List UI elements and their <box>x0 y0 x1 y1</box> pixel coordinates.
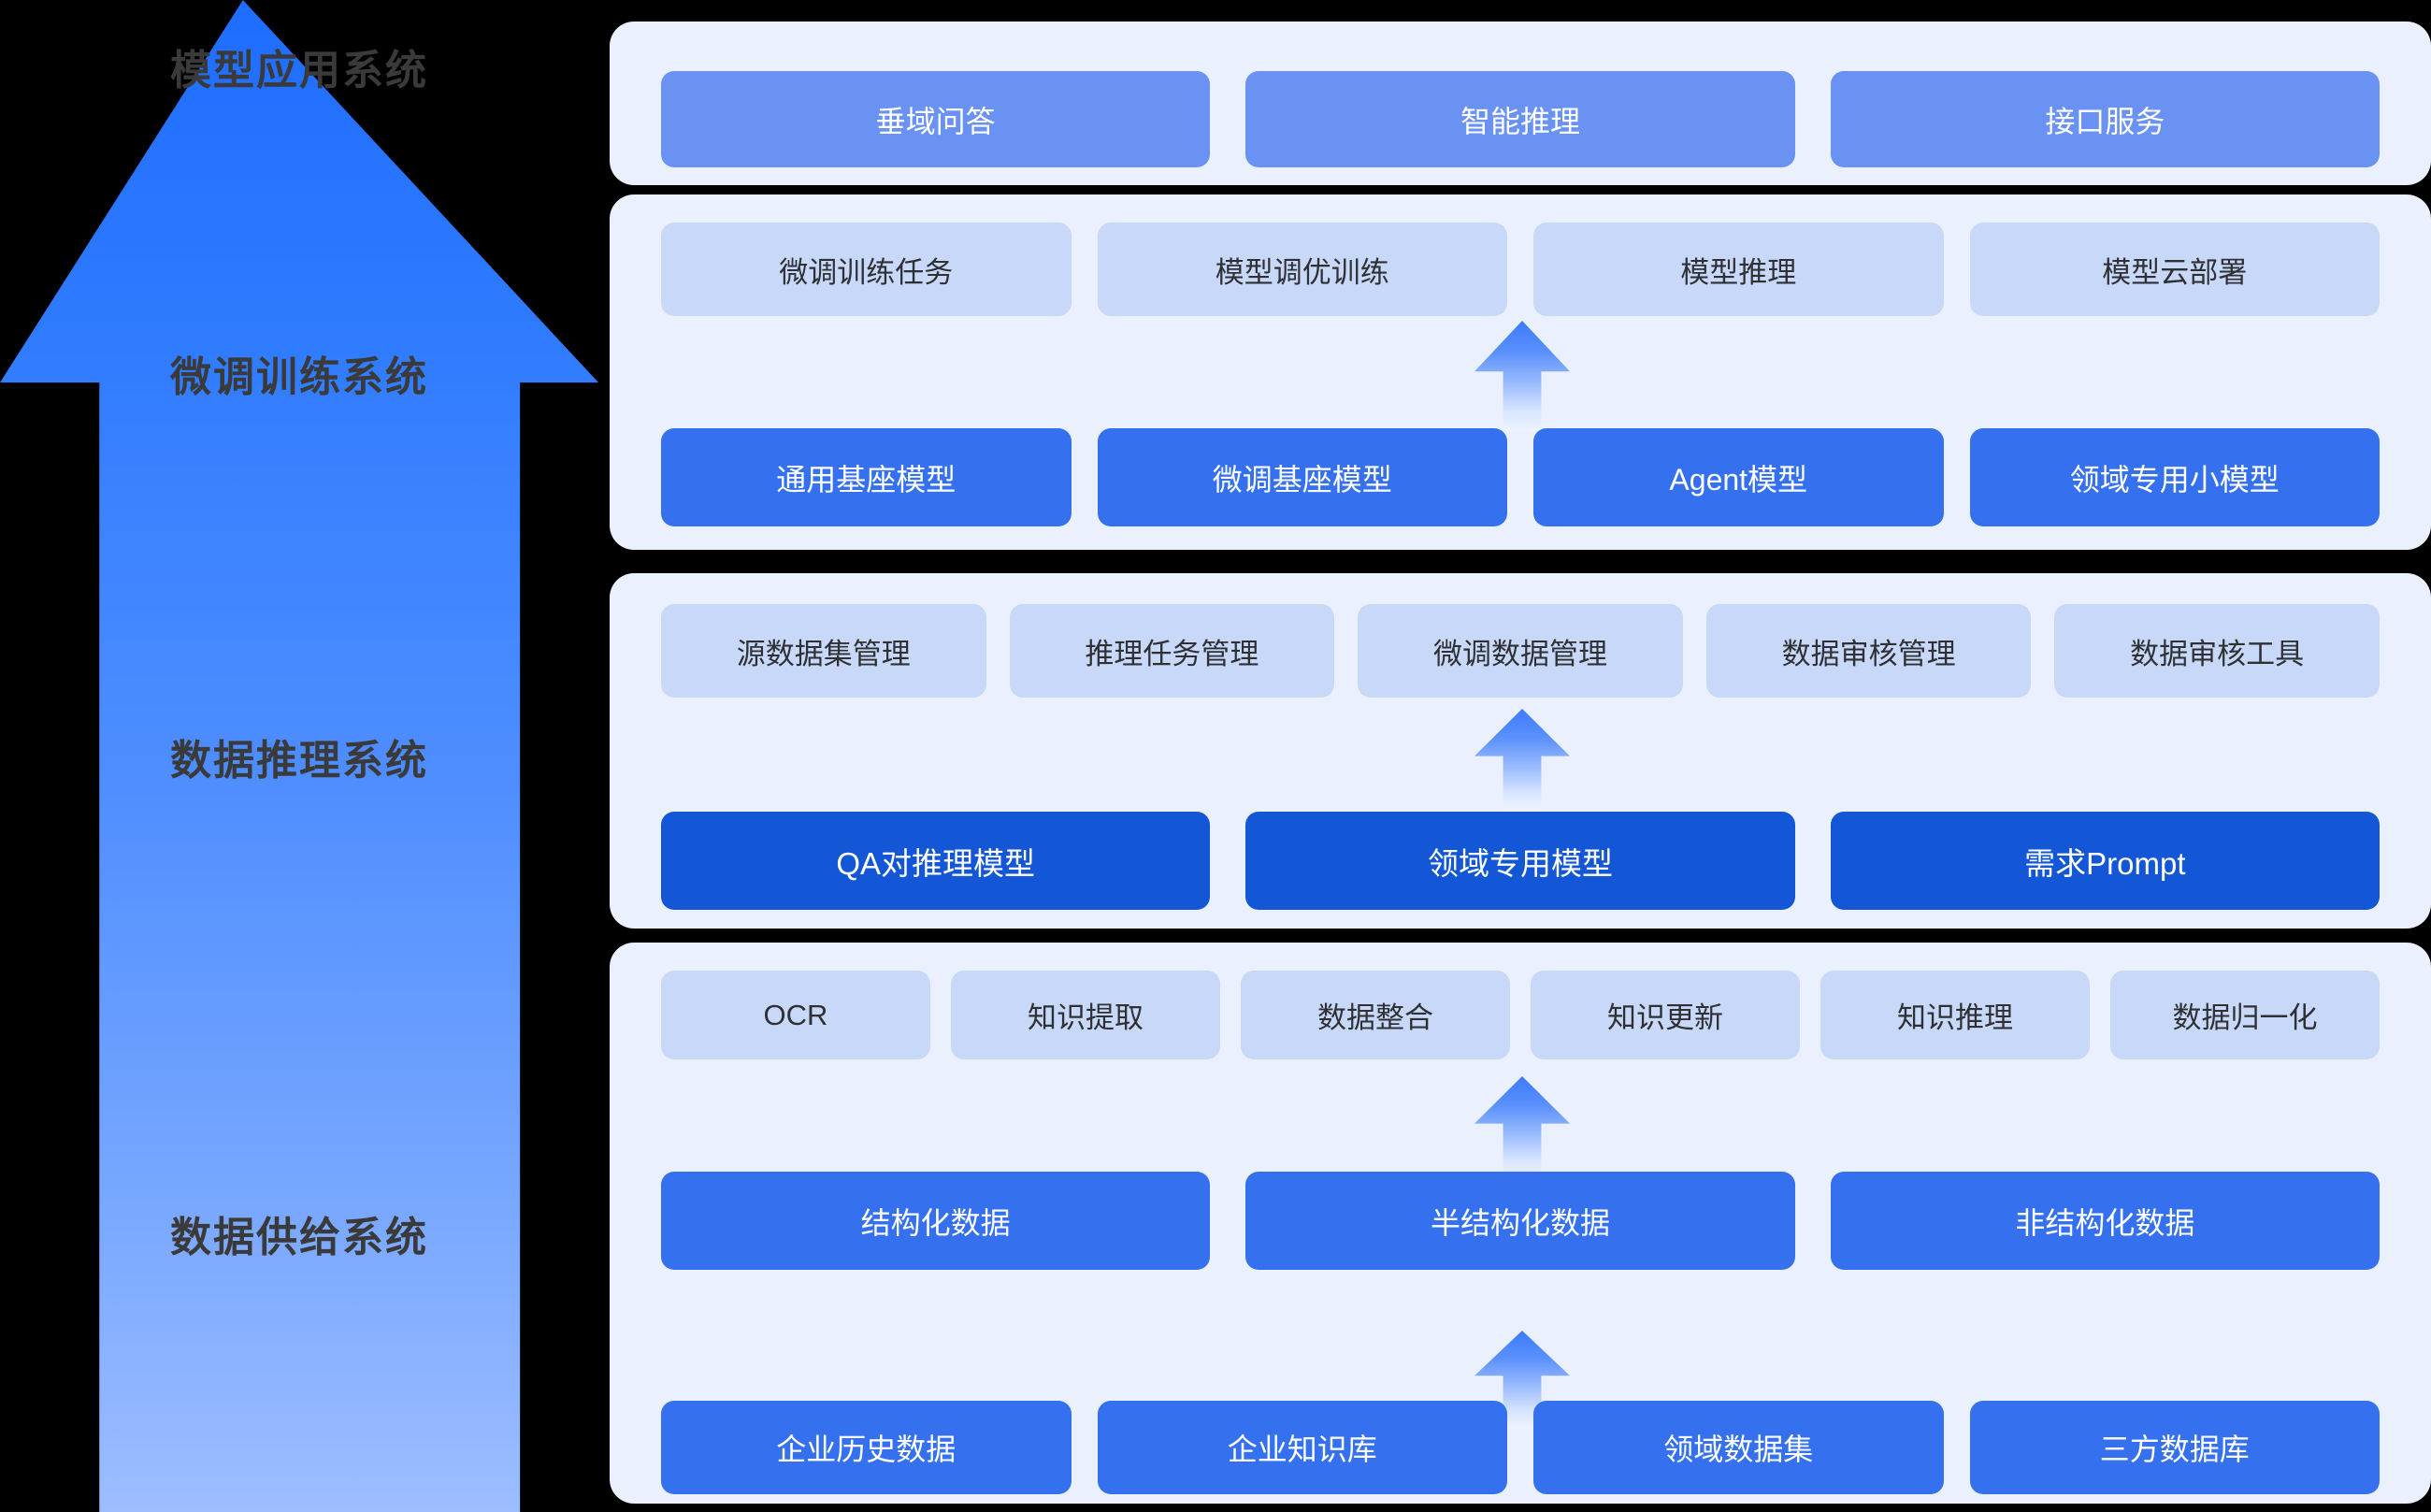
box-inference-task-management[interactable]: 推理任务管理 <box>1009 604 1335 698</box>
box-qa-pair-inference-model[interactable]: QA对推理模型 <box>661 812 1211 910</box>
row-data-sources: 企业历史数据 企业知识库 领域数据集 三方数据库 <box>661 1401 2380 1494</box>
box-data-audit-tool[interactable]: 数据审核工具 <box>2054 604 2380 698</box>
box-source-dataset-management[interactable]: 源数据集管理 <box>661 604 986 698</box>
panel-data-inference-system: 源数据集管理 推理任务管理 微调数据管理 数据审核管理 数据审核工具 QA对推理… <box>610 573 2431 929</box>
row-data-types: 结构化数据 半结构化数据 非结构化数据 <box>661 1172 2380 1270</box>
box-data-integration[interactable]: 数据整合 <box>1241 971 1510 1059</box>
box-intelligent-inference[interactable]: 智能推理 <box>1245 71 1795 167</box>
stage-label-model-application: 模型应用系统 <box>170 48 428 94</box>
box-data-audit-management[interactable]: 数据审核管理 <box>1705 604 2032 698</box>
box-enterprise-knowledge-base[interactable]: 企业知识库 <box>1097 1401 1507 1494</box>
box-agent-model[interactable]: Agent模型 <box>1533 428 1944 526</box>
stage-arrow-column: 模型应用系统 微调训练系统 数据推理系统 数据供给系统 <box>0 0 598 1512</box>
box-vertical-qa[interactable]: 垂域问答 <box>661 71 1211 167</box>
box-knowledge-extraction[interactable]: 知识提取 <box>951 971 1220 1059</box>
box-unstructured-data[interactable]: 非结构化数据 <box>1830 1172 2380 1270</box>
box-model-tuning-training[interactable]: 模型调优训练 <box>1097 223 1507 316</box>
flow-arrow-inference-to-management-icon <box>1474 709 1570 812</box>
box-domain-dataset[interactable]: 领域数据集 <box>1533 1401 1944 1494</box>
row-inference-models: QA对推理模型 领域专用模型 需求Prompt <box>661 812 2380 910</box>
box-model-inference[interactable]: 模型推理 <box>1533 223 1944 316</box>
box-semi-structured-data[interactable]: 半结构化数据 <box>1245 1172 1795 1270</box>
row-training-tasks: 微调训练任务 模型调优训练 模型推理 模型云部署 <box>661 223 2380 316</box>
row-data-management: 源数据集管理 推理任务管理 微调数据管理 数据审核管理 数据审核工具 <box>661 604 2380 698</box>
box-general-base-model[interactable]: 通用基座模型 <box>661 428 1072 526</box>
box-ocr[interactable]: OCR <box>661 971 930 1059</box>
stage-label-fine-tuning: 微调训练系统 <box>170 354 428 400</box>
box-data-normalization[interactable]: 数据归一化 <box>2110 971 2380 1059</box>
panel-data-supply-system: OCR 知识提取 数据整合 知识更新 知识推理 数据归一化 结构化数据 半结构化… <box>610 943 2431 1504</box>
box-domain-small-model[interactable]: 领域专用小模型 <box>1969 428 2380 526</box>
box-requirement-prompt[interactable]: 需求Prompt <box>1830 812 2380 910</box>
box-model-cloud-deploy[interactable]: 模型云部署 <box>1969 223 2380 316</box>
flow-arrow-base-to-training-icon <box>1474 321 1570 431</box>
box-api-service[interactable]: 接口服务 <box>1830 71 2380 167</box>
box-structured-data[interactable]: 结构化数据 <box>661 1172 1211 1270</box>
panel-model-application-system: 垂域问答 智能推理 接口服务 <box>610 22 2431 185</box>
box-fine-tune-training-task[interactable]: 微调训练任务 <box>661 223 1072 316</box>
panel-fine-tuning-training-system: 微调训练任务 模型调优训练 模型推理 模型云部署 通用基座模型 微调基座模型 A… <box>610 194 2431 550</box>
row-base-models: 通用基座模型 微调基座模型 Agent模型 领域专用小模型 <box>661 428 2380 526</box>
box-third-party-database[interactable]: 三方数据库 <box>1969 1401 2380 1494</box>
box-fine-tuned-base-model[interactable]: 微调基座模型 <box>1097 428 1507 526</box>
box-finetune-data-management[interactable]: 微调数据管理 <box>1358 604 1683 698</box>
row-data-processing: OCR 知识提取 数据整合 知识更新 知识推理 数据归一化 <box>661 971 2380 1059</box>
stage-label-data-supply: 数据供给系统 <box>170 1215 428 1260</box>
flow-arrow-datatypes-to-processing-icon <box>1474 1076 1570 1179</box>
stage-label-data-inference: 数据推理系统 <box>170 738 428 784</box>
row-app-services: 垂域问答 智能推理 接口服务 <box>661 71 2380 167</box>
box-knowledge-update[interactable]: 知识更新 <box>1531 971 1800 1059</box>
box-enterprise-history-data[interactable]: 企业历史数据 <box>661 1401 1072 1494</box>
box-domain-specific-model[interactable]: 领域专用模型 <box>1245 812 1795 910</box>
box-knowledge-reasoning[interactable]: 知识推理 <box>1820 971 2090 1059</box>
